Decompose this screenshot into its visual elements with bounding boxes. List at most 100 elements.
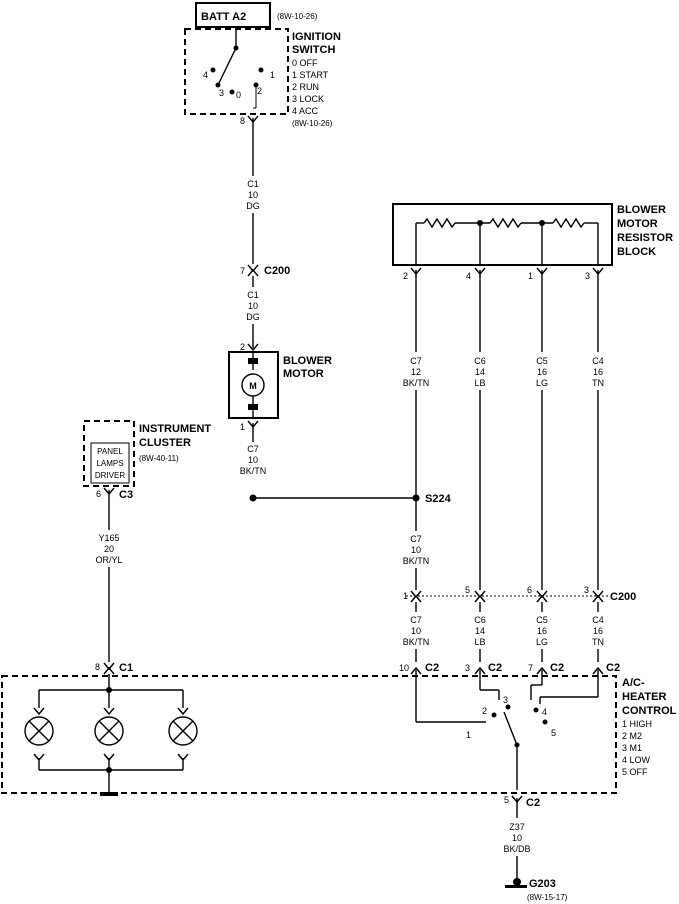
- svg-text:TN: TN: [592, 637, 604, 647]
- y165-gauge: 20: [104, 544, 114, 554]
- res-wire-c5: C5 16 LG: [536, 356, 548, 388]
- ignition-contact-arm: [217, 47, 237, 86]
- motor-pin-top: 2: [240, 342, 245, 352]
- low-wire-c7: C7 10 BK/TN: [403, 615, 430, 647]
- resistor-title-2: MOTOR: [617, 218, 658, 230]
- heater-title-2: HEATER: [622, 691, 666, 703]
- res-wire-c6: C6 14 LB: [474, 356, 486, 388]
- resistor-block-box: [392, 203, 613, 266]
- motor-pin-bot: 1: [240, 422, 245, 432]
- ground-g203-icon: [505, 878, 527, 888]
- svg-text:16: 16: [537, 626, 547, 636]
- resistor-title-3: RESISTOR: [617, 232, 673, 244]
- svg-text:C6: C6: [474, 356, 486, 366]
- c200-lower-pin-5: 5: [465, 585, 470, 595]
- ignition-ref: (8W-10-26): [292, 119, 333, 128]
- heater-mode-2: 2 M2: [622, 731, 642, 741]
- switch-pos-5: 5: [551, 728, 556, 738]
- resistor-title-4: BLOCK: [617, 246, 656, 258]
- svg-text:C5: C5: [536, 356, 548, 366]
- c200-lower-pin-1: 1: [403, 591, 408, 601]
- ignition-pos-4: 4 ACC: [292, 106, 319, 116]
- svg-text:C5: C5: [536, 615, 548, 625]
- batt-a2-box: BATT A2: [195, 2, 271, 28]
- instrument-cluster: PANEL LAMPS DRIVER: [83, 420, 135, 487]
- heater-c2-pin-7: 7: [528, 663, 533, 673]
- svg-text:TN: TN: [592, 378, 604, 388]
- wire-mid-gauge: 10: [248, 301, 258, 311]
- c200-upper-label: C200: [264, 265, 290, 277]
- res-pin-1: 1: [528, 271, 533, 281]
- res-pin-4: 4: [466, 271, 471, 281]
- motor-out-gauge: 10: [248, 455, 258, 465]
- svg-text:C4: C4: [592, 356, 604, 366]
- ground-ref: (8W-15-17): [527, 893, 568, 902]
- splice-s224-dot: [412, 494, 420, 502]
- batt-label: BATT A2: [201, 11, 246, 23]
- switch-pos-2: 2: [482, 706, 487, 716]
- heater-control-box: [1, 675, 617, 794]
- lamps-ground-icon: [100, 792, 118, 796]
- lamp-2: [94, 716, 124, 746]
- cluster-title-2: CLUSTER: [139, 437, 191, 449]
- wire-top-gauge: 10: [248, 190, 258, 200]
- low-wire-c6: C6 14 LB: [474, 615, 486, 647]
- motor-title-2: MOTOR: [283, 368, 324, 380]
- heater-c1-pin: 8: [95, 662, 100, 672]
- cluster-ref: (8W-40-11): [139, 454, 179, 463]
- svg-text:16: 16: [593, 367, 603, 377]
- wire-mid-color: DG: [246, 312, 260, 322]
- low-wire-c4: C4 16 TN: [592, 615, 604, 647]
- low-wire-c5: C5 16 LG: [536, 615, 548, 647]
- z37-gauge: 10: [512, 833, 522, 843]
- svg-text:14: 14: [475, 626, 485, 636]
- y165-color: OR/YL: [95, 555, 122, 565]
- c200-lower-pin-6: 6: [527, 585, 532, 595]
- s224-wire-circuit: C7: [410, 534, 422, 544]
- svg-text:14: 14: [475, 367, 485, 377]
- ign-num-3: 3: [219, 88, 224, 98]
- svg-text:C7: C7: [410, 356, 422, 366]
- z37-color: BK/DB: [503, 844, 530, 854]
- heater-c2-label-1: C2: [425, 662, 439, 674]
- ignition-terminal-4: [210, 67, 216, 73]
- svg-text:16: 16: [593, 626, 603, 636]
- heater-mode-4: 4 LOW: [622, 755, 651, 765]
- resistor-3: [552, 217, 585, 229]
- ignition-title-1: IGNITION: [292, 31, 341, 43]
- svg-text:BK/TN: BK/TN: [403, 378, 430, 388]
- svg-text:BK/TN: BK/TN: [403, 637, 430, 647]
- ground-label: G203: [529, 878, 556, 890]
- heater-mode-1: 1 HIGH: [622, 719, 652, 729]
- ign-num-1: 1: [270, 70, 275, 80]
- s224-wire-color: BK/TN: [403, 556, 430, 566]
- y165-circuit: Y165: [98, 533, 119, 543]
- lamp-3: [168, 716, 198, 746]
- res-wire-c7: C7 12 BK/TN: [403, 356, 430, 388]
- heater-title-1: A/C-: [622, 677, 645, 689]
- wire-mid-circuit: C1: [247, 290, 259, 300]
- svg-text:16: 16: [537, 367, 547, 377]
- ignition-title-2: SWITCH: [292, 44, 335, 56]
- panel-lamps: [24, 674, 198, 796]
- svg-text:LG: LG: [536, 378, 548, 388]
- heater-mode-3: 3 M1: [622, 743, 642, 753]
- cluster-conn-c3: C3: [119, 489, 133, 501]
- wire-top-color: DG: [246, 201, 260, 211]
- heater-c2-label-2: C2: [488, 662, 502, 674]
- cluster-inner-3: DRIVER: [95, 471, 125, 480]
- res-pin-2: 2: [403, 271, 408, 281]
- ignition-pos-3: 3 LOCK: [292, 94, 324, 104]
- resistor-block: [392, 203, 613, 266]
- heater-c2-label-4: C2: [606, 662, 620, 674]
- heater-mode-5: 5 OFF: [622, 767, 648, 777]
- motor-out-color: BK/TN: [240, 466, 267, 476]
- cluster-pin-6: 6: [96, 489, 101, 499]
- heater-ground-pin: 5: [504, 795, 509, 805]
- ignition-terminal-3: [215, 82, 221, 88]
- splice-label: S224: [425, 493, 452, 505]
- heater-c2-label-3: C2: [550, 662, 564, 674]
- ignition-switch: 4 1 3 0 2: [184, 28, 289, 115]
- wire-top-circuit: C1: [247, 179, 259, 189]
